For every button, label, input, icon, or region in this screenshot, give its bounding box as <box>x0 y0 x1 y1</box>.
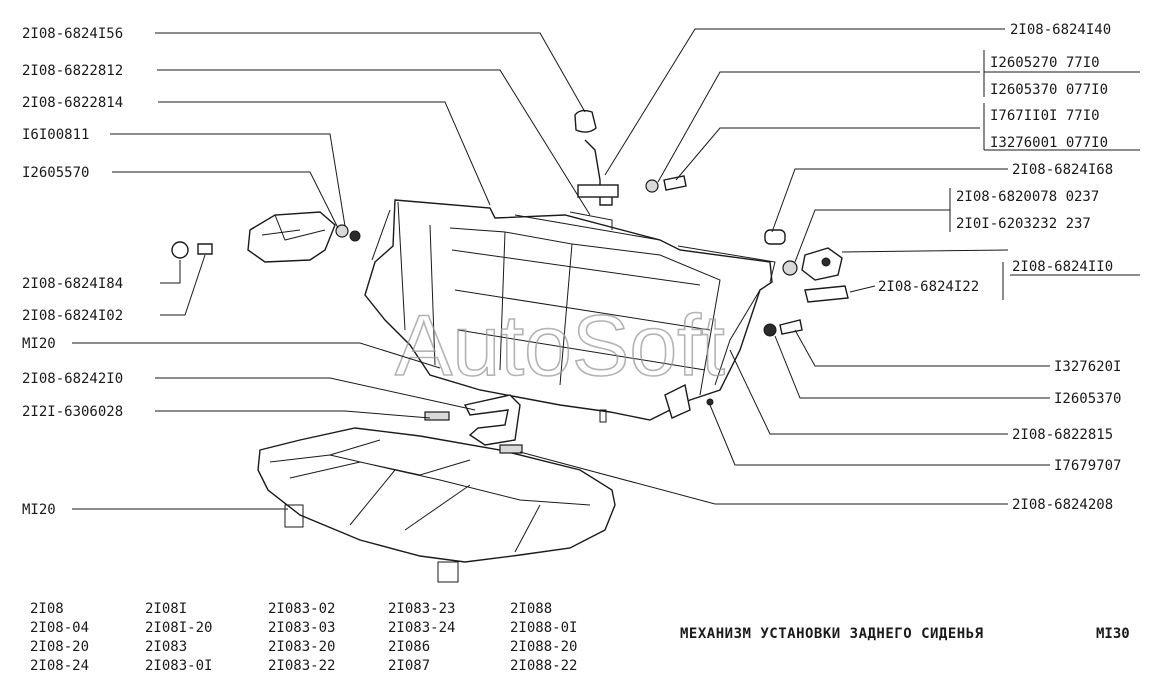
model-code: 2I088-0I <box>510 620 578 636</box>
part-label: I7679707 <box>1054 458 1121 474</box>
model-code: 2I088-22 <box>510 658 578 674</box>
models-column-1: 2I08 2I08-04 2I08-20 2I08-24 <box>30 600 89 676</box>
part-label: 2I08-6820078 0237 <box>956 189 1099 205</box>
part-label: MI20 <box>22 502 56 518</box>
labels-right: 2I08-6824I40 I2605270 77I0 I2605370 077I… <box>878 22 1140 513</box>
part-label: MI20 <box>22 336 56 352</box>
part-label: 2I08-6824I22 <box>878 279 979 295</box>
part-label: 2I08-6824I02 <box>22 308 123 324</box>
model-code: 2I083-03 <box>268 620 336 636</box>
part-label: I2605370 <box>1054 391 1121 407</box>
seat-cushion <box>257 427 616 583</box>
part-label: I3276001 077I0 <box>990 135 1108 151</box>
model-code: 2I08I <box>145 601 188 617</box>
model-code: 2I08I-20 <box>145 620 213 636</box>
leader-lines-right <box>519 28 1050 505</box>
part-label: 2I08-6822814 <box>22 95 123 111</box>
models-column-4: 2I083-23 2I083-24 2I086 2I087 <box>388 600 455 676</box>
model-code: 2I08-20 <box>30 639 90 655</box>
watermark: AutoSoft <box>395 298 725 394</box>
model-code: 2I083 <box>145 639 188 655</box>
model-code: 2I088-20 <box>510 639 578 655</box>
part-label: 2I08-6824I84 <box>22 276 123 292</box>
model-code: 2I083-20 <box>268 639 336 655</box>
sheet-code: MI30 <box>1096 626 1130 642</box>
small-parts <box>171 109 849 446</box>
part-label: 2I0I-6203232 237 <box>956 216 1091 232</box>
part-label: I2605370 077I0 <box>990 82 1108 98</box>
part-label: 2I08-6824II0 <box>1012 259 1113 275</box>
part-label: 2I2I-6306028 <box>22 404 123 420</box>
part-label: I767II0I 77I0 <box>990 108 1100 124</box>
part-label: I2605270 77I0 <box>990 55 1100 71</box>
part-label: 2I08-6822815 <box>1012 427 1113 443</box>
seat-back <box>364 199 776 423</box>
part-label: 2I08-6824I40 <box>1010 22 1111 38</box>
part-label: 2I08-6824208 <box>1012 497 1113 513</box>
models-column-5: 2I088 2I088-0I 2I088-20 2I088-22 <box>510 600 577 676</box>
part-label: 2I08-68242I0 <box>22 371 123 387</box>
model-code: 2I08-04 <box>30 620 90 636</box>
leader-lines-left <box>72 32 591 510</box>
model-code: 2I083-23 <box>388 601 456 617</box>
part-label: I6I00811 <box>22 127 89 143</box>
part-label: 2I08-6824I68 <box>1012 162 1113 178</box>
model-code: 2I087 <box>388 658 431 674</box>
models-column-2: 2I08I 2I08I-20 2I083 2I083-0I <box>145 600 212 676</box>
part-label: I327620I <box>1054 359 1121 375</box>
model-code: 2I08 <box>30 601 64 617</box>
model-code: 2I086 <box>388 639 431 655</box>
model-code: 2I083-0I <box>145 658 213 674</box>
part-label: 2I08-6822812 <box>22 63 123 79</box>
part-label: I2605570 <box>22 165 89 181</box>
diagram-title: МЕХАНИЗМ УСТАНОВКИ ЗАДНЕГО СИДЕНЬЯ <box>680 626 984 642</box>
labels-left: 2I08-6824I56 2I08-6822812 2I08-6822814 I… <box>22 26 123 518</box>
model-code: 2I083-02 <box>268 601 336 617</box>
model-code: 2I08-24 <box>30 658 90 674</box>
model-code: 2I088 <box>510 601 553 617</box>
part-label: 2I08-6824I56 <box>22 26 123 42</box>
model-code: 2I083-24 <box>388 620 456 636</box>
model-code: 2I083-22 <box>268 658 336 674</box>
models-column-3: 2I083-02 2I083-03 2I083-20 2I083-22 <box>268 600 335 676</box>
